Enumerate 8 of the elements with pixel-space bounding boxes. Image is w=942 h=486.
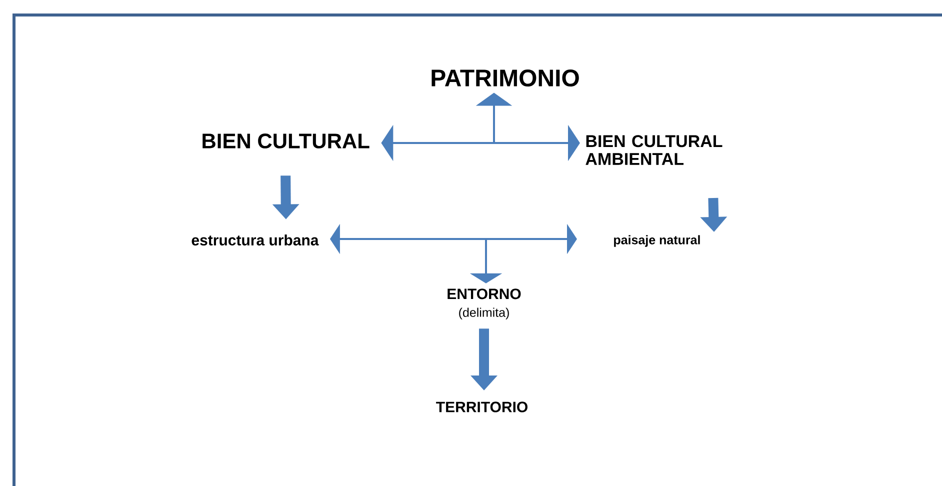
label-text: estructura urbana bbox=[192, 234, 319, 246]
label-text: BIEN CULTURAL bbox=[202, 134, 370, 148]
label-text: ENTORNO (delimita) bbox=[448, 288, 521, 320]
label-text: paisaje natural bbox=[614, 235, 700, 247]
label-text: BIEN CULTURAL AMBIENTAL bbox=[586, 135, 722, 165]
arrow bbox=[381, 124, 580, 162]
label-text: TERRITORIO bbox=[436, 402, 528, 412]
label-text: PATRIMONIO bbox=[432, 70, 579, 86]
